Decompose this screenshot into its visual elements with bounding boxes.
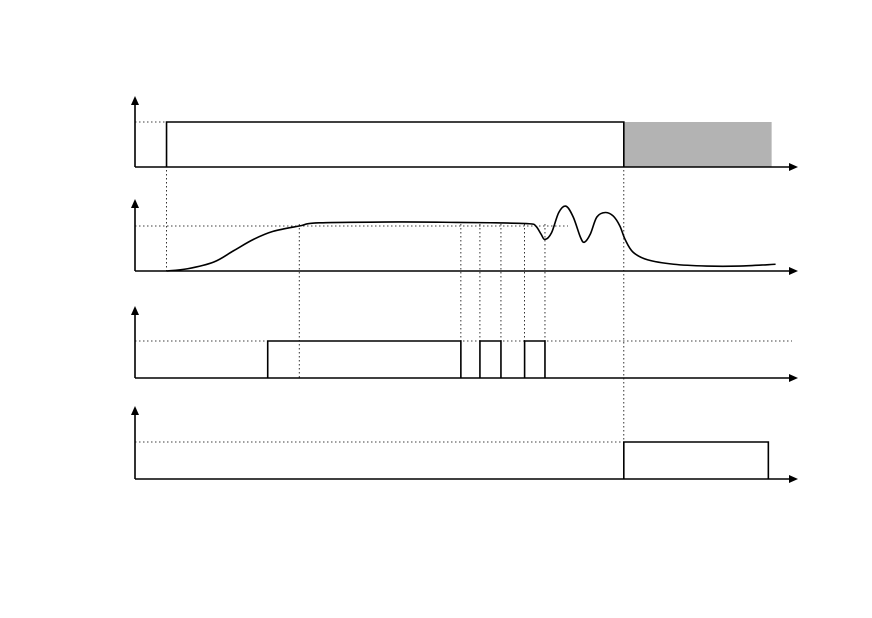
- pulse-1: [266, 340, 462, 378]
- time-axis-arrow-icon: [789, 163, 798, 171]
- value-axis-arrow-icon: [131, 96, 139, 105]
- shaded-region-1: [623, 122, 772, 167]
- channel-2: [131, 199, 798, 275]
- time-axis-arrow-icon: [789, 374, 798, 382]
- channel-1: [131, 96, 798, 171]
- value-axis-arrow-icon: [131, 406, 139, 415]
- pulse-3: [523, 340, 546, 378]
- time-axis-arrow-icon: [789, 267, 798, 275]
- pulse-1: [623, 441, 770, 479]
- value-axis-arrow-icon: [131, 306, 139, 315]
- channel-plots: [131, 96, 798, 483]
- channel-4: [131, 406, 798, 483]
- time-axis-arrow-icon: [789, 475, 798, 483]
- value-axis-arrow-icon: [131, 199, 139, 208]
- pulse-2: [479, 340, 502, 378]
- analog-curve: [166, 205, 776, 272]
- channel-3: [131, 306, 798, 382]
- guide-lines: [166, 122, 625, 479]
- pulse-1: [165, 121, 625, 167]
